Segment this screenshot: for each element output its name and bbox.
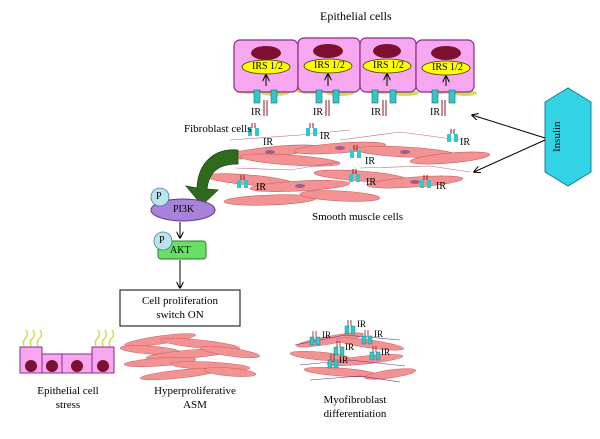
hyperproliferative-line1: Hyperproliferative: [154, 385, 236, 397]
ir-label: IR: [460, 137, 470, 148]
ir-label: IR: [366, 177, 376, 188]
ir-label: IR: [374, 329, 383, 339]
fibroblast-cells-label: Fibroblast cells: [184, 123, 252, 135]
insulin-receptor-pair: [237, 175, 248, 188]
ir-label: IR: [436, 181, 446, 192]
insulin-receptor-pair: [447, 129, 458, 142]
ir-label: IR: [320, 131, 330, 142]
insulin-receptor-pair: [253, 89, 278, 116]
ir-label: IR: [339, 355, 348, 365]
ir-label: IR: [371, 107, 381, 118]
myofibroblast-caption: Myofibroblast differentiation: [305, 393, 405, 421]
epithelial-stress-cells: [19, 329, 115, 374]
insulin-receptor-pair: [420, 175, 431, 188]
epithelial-cell: [415, 39, 475, 93]
akt-node: [153, 231, 207, 260]
phospho-p-label: P: [159, 235, 165, 246]
ir-label: IR: [256, 182, 266, 193]
ir-label: IR: [381, 347, 390, 357]
irs-label: IRS 1/2: [373, 60, 404, 71]
smooth-muscle-cells-label: Smooth muscle cells: [312, 211, 404, 223]
insulin-receptor-pair: [350, 145, 361, 158]
phospho-p-label: P: [156, 191, 162, 202]
hyperproliferative-line2: ASM: [183, 399, 207, 411]
epithelial-cell-layer: [233, 37, 477, 116]
epithelial-cell: [297, 37, 361, 93]
ir-label: IR: [251, 107, 261, 118]
irs-label: IRS 1/2: [432, 62, 463, 73]
insulin-receptor-pair: [315, 89, 340, 116]
ir-label: IR: [313, 107, 323, 118]
akt-label: AKT: [170, 245, 191, 256]
ir-label: IR: [322, 330, 331, 340]
ir-label: IR: [345, 342, 354, 352]
epithelial-cell: [233, 39, 299, 93]
insulin-receptor-pair: [248, 123, 259, 136]
insulin-receptor-pair: [349, 169, 360, 182]
ir-label: IR: [263, 137, 273, 148]
ir-label: IR: [357, 319, 366, 329]
epithelial-cell: [359, 37, 417, 93]
cell-proliferation-box: [119, 289, 241, 327]
insulin-shape: [544, 87, 592, 187]
epithelial-cell-stress-line2: stress: [55, 399, 81, 411]
insulin-arrows: [472, 115, 546, 172]
cell-proliferation-line2: switch ON: [156, 309, 204, 321]
hyperproliferative-asm-caption: Hyperproliferative ASM: [140, 384, 250, 412]
ir-label: IR: [365, 156, 375, 167]
cell-proliferation-line1: Cell proliferation: [141, 295, 219, 307]
epithelial-cells-label: Epithelial cells: [320, 9, 392, 23]
insulin-label: Insulin: [551, 121, 563, 152]
irs-label: IRS 1/2: [252, 61, 283, 72]
myofibroblast-line1: Myofibroblast: [323, 394, 387, 406]
pi3k-label: PI3K: [173, 204, 195, 215]
insulin-receptor-pair: [371, 89, 397, 116]
epithelial-cell-stress-line1: Epithelial cell: [37, 385, 99, 397]
insulin-receptor-pair: [306, 123, 317, 136]
myofibroblast-cluster: [289, 320, 417, 383]
cell-proliferation-text: Cell proliferation switch ON: [120, 294, 240, 322]
myofibroblast-line2: differentiation: [323, 408, 387, 420]
smooth-muscle-mass: [205, 123, 491, 206]
irs-label: IRS 1/2: [314, 60, 345, 71]
epithelial-cell-stress-caption: Epithelial cell stress: [18, 384, 118, 412]
ir-label: IR: [430, 107, 440, 118]
hyperproliferative-asm: [119, 333, 260, 381]
insulin-receptor-pair: [431, 89, 456, 116]
pi3k-node: [150, 187, 216, 222]
